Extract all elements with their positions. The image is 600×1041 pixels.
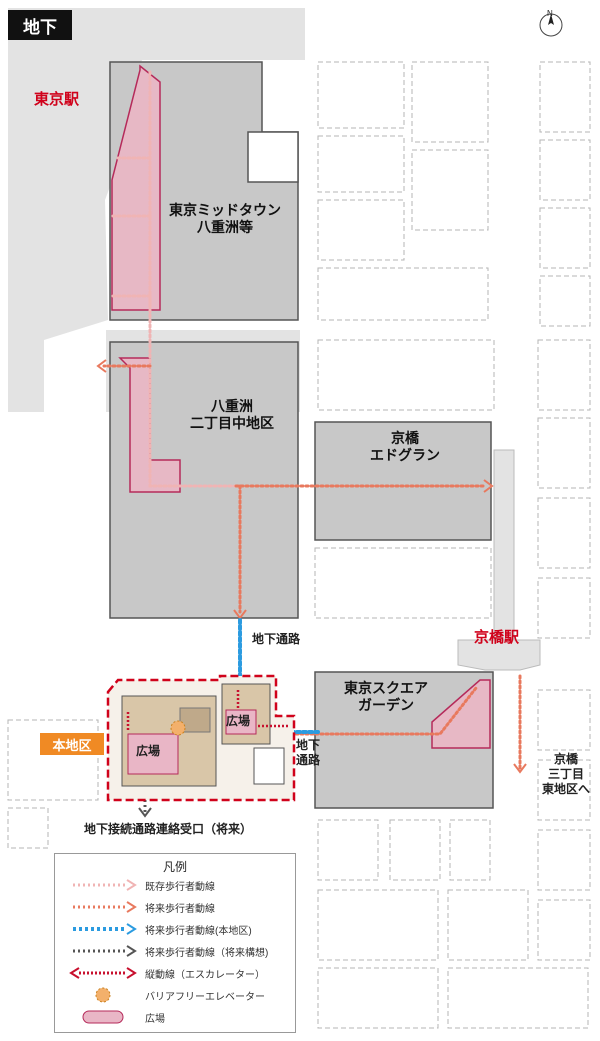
legend-item-existing: 既存歩行者動線	[67, 876, 215, 894]
square-garden-label: 東京スクエアガーデン	[344, 680, 428, 713]
elevator-icon	[170, 720, 186, 736]
north-compass-icon: N	[536, 8, 566, 38]
district-tag: 本地区	[40, 733, 104, 755]
edogran-label: 京橋エドグラン	[370, 430, 440, 463]
future-routes	[102, 364, 522, 772]
future-entrance-label: 地下接続通路連絡受口（将来）	[84, 822, 253, 836]
yaesu2-label: 八重洲二丁目中地区	[190, 398, 274, 431]
site-district	[106, 674, 296, 802]
city-blocks	[7, 61, 591, 1029]
plaza-square-garden	[431, 679, 491, 749]
building-edogran	[314, 421, 492, 541]
underground-passage-label-2: 地下通路	[296, 738, 321, 767]
vertical-routes	[126, 690, 290, 730]
tokyo-station-label: 東京駅	[34, 91, 80, 108]
svg-text:N: N	[547, 9, 553, 18]
concept-route-arrowhead	[138, 807, 152, 818]
plaza-label-right: 広場	[226, 714, 251, 728]
legend-title: 凡例	[162, 860, 187, 874]
legend-item-elevator: バリアフリーエレベーター	[67, 986, 265, 1004]
kyobashi-station-area	[457, 449, 541, 671]
existing-routes	[110, 70, 238, 488]
underground-passage-label: 地下通路	[252, 632, 301, 646]
legend-item-future: 将来歩行者動線	[67, 898, 215, 916]
legend-item-vertical: 縦動線（エスカレーター）	[67, 964, 265, 982]
midtown-label: 東京ミッドタウン八重洲等	[169, 202, 281, 235]
kyobashi3-label: 京橋三丁目東地区へ	[541, 752, 590, 796]
legend-item-plaza: 広場	[67, 1008, 165, 1026]
plaza-midtown	[111, 64, 161, 311]
legend: 凡例 既存歩行者動線 将来歩行者動線 将来歩行者動線(本地区) 将来歩行者動線（…	[54, 853, 296, 1033]
plaza-label-left: 広場	[136, 744, 161, 758]
floor-label: 地下	[8, 10, 72, 40]
kyobashi-station-label: 京橋駅	[474, 629, 520, 646]
tokyo-station-area	[8, 8, 305, 412]
legend-item-future-concept: 将来歩行者動線（将来構想)	[67, 942, 268, 960]
legend-item-future-site: 将来歩行者動線(本地区)	[67, 920, 252, 938]
